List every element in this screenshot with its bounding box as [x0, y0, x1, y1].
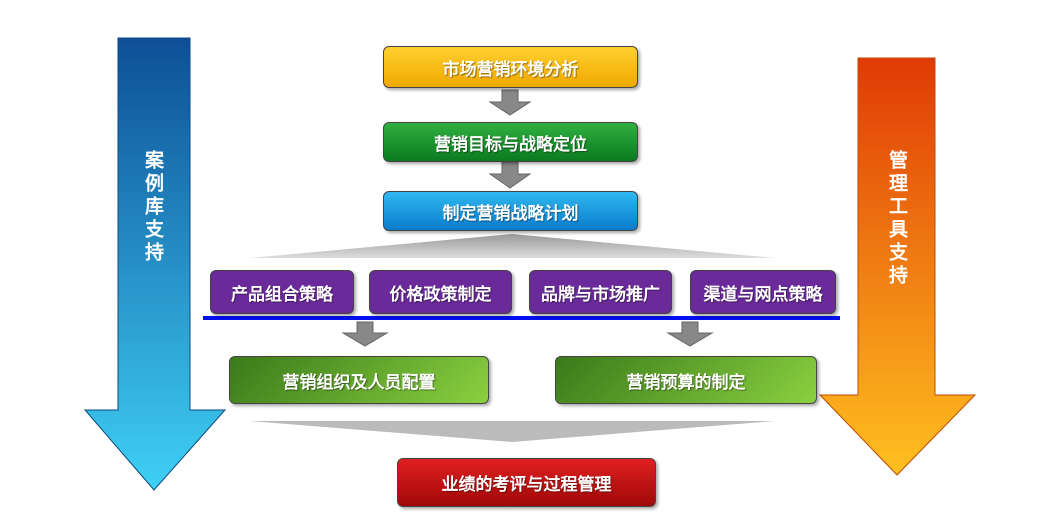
left-arrow-label: 案例库支持: [142, 150, 164, 265]
step-strategy-plan: 制定营销战略计划: [383, 191, 638, 231]
down-arrow-icon: [488, 161, 532, 189]
strategy-price: 价格政策制定: [369, 270, 512, 314]
right-arrow-label: 管理工具支持: [886, 150, 908, 288]
merge-connector: [250, 421, 775, 442]
left-arrow-shape: [83, 37, 227, 491]
step-organization: 营销组织及人员配置: [229, 356, 489, 404]
strategy-channel: 渠道与网点策略: [690, 270, 836, 314]
right-arrow-shape: [818, 57, 977, 476]
spread-connector: [250, 234, 775, 258]
step-performance-review: 业绩的考评与过程管理: [397, 458, 656, 507]
down-arrow-icon: [341, 321, 389, 347]
strategy-brand: 品牌与市场推广: [529, 270, 672, 314]
strategy-product: 产品组合策略: [210, 270, 354, 314]
step-budget: 营销预算的制定: [555, 356, 817, 404]
step-goal-positioning: 营销目标与战略定位: [383, 122, 638, 162]
down-arrow-icon: [666, 321, 714, 347]
step-market-analysis: 市场营销环境分析: [383, 46, 638, 88]
down-arrow-icon: [488, 89, 532, 116]
